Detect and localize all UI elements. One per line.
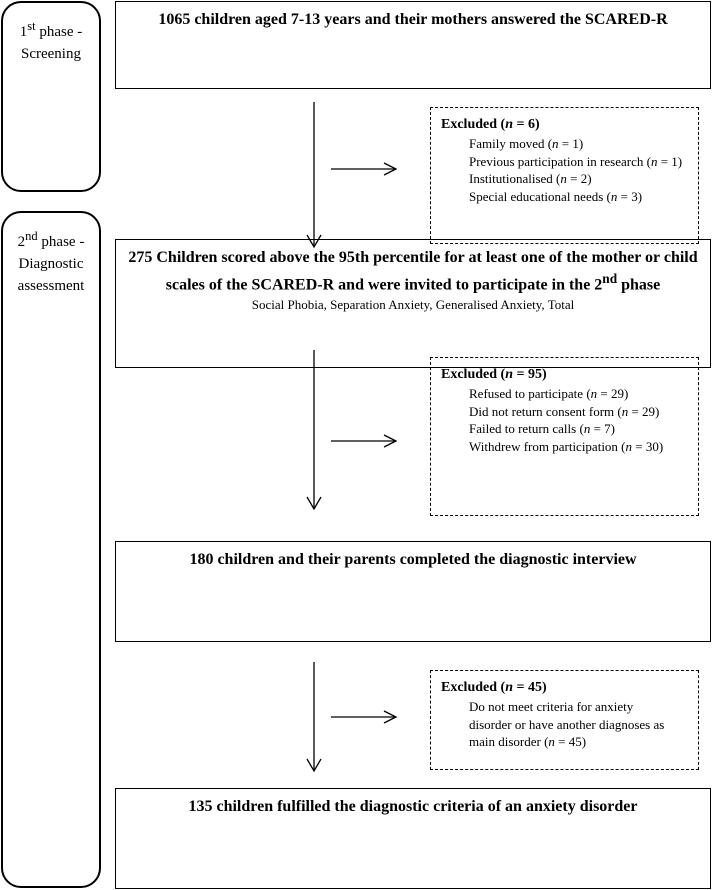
exclusion-item-var: n (650, 153, 658, 169)
exclusion-item-var: n (610, 188, 618, 204)
exclusion-2-list: Refused to participate (n = 29) Did not … (441, 385, 692, 455)
exclusion-item-count: = 3) (617, 188, 643, 204)
exclusion-2-var: n (505, 367, 513, 382)
invited-subtitle: Social Phobia, Separation Anxiety, Gener… (251, 297, 575, 313)
exclusion-item-count: = 30) (632, 438, 664, 454)
exclusion-item-text: Refused to participate ( (469, 386, 591, 401)
exclusion-item-text: Family moved ( (469, 136, 553, 151)
exclusion-1-heading: Excluded (n = 6) (441, 116, 692, 134)
fulfilled-title: 135 children fulfilled the diagnostic cr… (188, 798, 638, 815)
exclusion-item: Family moved (n = 1) (469, 135, 692, 153)
exclusion-item-var: n (621, 403, 629, 419)
exclusion-item-text: Did not return consent form ( (469, 403, 622, 419)
exclusion-item-count: = 2) (566, 171, 592, 186)
down-arrow-2 (306, 350, 322, 511)
exclusion-3-heading: Excluded (n = 45) (441, 679, 692, 697)
invited-title-ordinal: nd (602, 271, 618, 286)
fulfilled-box: 135 children fulfilled the diagnostic cr… (115, 788, 711, 889)
phase-1-ordinal: st (27, 19, 36, 33)
exclusion-1-list: Family moved (n = 1) Previous participat… (441, 135, 692, 205)
exclusion-item-var: n (583, 421, 591, 436)
exclusion-item-count: = 7) (590, 421, 615, 436)
exclusion-1-value: = 6) (512, 117, 540, 132)
exclusion-item: Special educational needs (n = 3) (469, 188, 692, 206)
invited-title-text: 275 Children scored above the 95th perce… (128, 249, 698, 294)
exclusion-item-text: Previous participation in research ( (469, 153, 651, 169)
exclusion-box-3: Excluded (n = 45) Do not meet criteria f… (430, 670, 699, 770)
phase-2-ordinal: nd (25, 229, 38, 243)
exclusion-item-var: n (552, 136, 559, 151)
exclusion-3-var: n (505, 680, 513, 695)
exclusion-item: Withdrew from participation (n = 30) (469, 438, 692, 456)
exclusion-item-text: Do not meet criteria for anxiety disorde… (469, 699, 665, 749)
screening-title: 1065 children aged 7-13 years and their … (158, 11, 668, 28)
exclusion-1-label: Excluded ( (441, 117, 506, 132)
exclusion-2-label: Excluded ( (441, 367, 506, 382)
exclusion-item-text: Special educational needs ( (469, 188, 611, 204)
exclusion-item: Previous participation in research (n = … (469, 153, 692, 171)
interviewed-box: 180 children and their parents completed… (115, 541, 711, 642)
exclusion-item-var: n (560, 171, 567, 186)
exclusion-item-text: Failed to return calls ( (469, 421, 584, 436)
exclusion-item-count: = 29) (597, 386, 629, 401)
exclusion-3-label: Excluded ( (441, 680, 506, 695)
exclusion-item: Refused to participate (n = 29) (469, 385, 692, 403)
exclusion-item: Do not meet criteria for anxiety disorde… (469, 698, 672, 751)
right-arrow-3 (331, 710, 398, 724)
exclusion-item-count: = 29) (628, 403, 660, 419)
exclusion-item-count: = 45) (554, 734, 587, 749)
exclusion-2-heading: Excluded (n = 95) (441, 366, 692, 384)
exclusion-box-2: Excluded (n = 95) Refused to participate… (430, 357, 699, 516)
phase-2-box: 2nd phase - Diagnostic assessment (1, 211, 101, 888)
phase-1-number: 1 (19, 24, 28, 40)
exclusion-item-var: n (625, 438, 633, 454)
exclusion-2-value: = 95) (512, 367, 547, 382)
phase-1-name: Screening (21, 46, 81, 62)
exclusion-item: Failed to return calls (n = 7) (469, 420, 692, 438)
exclusion-item-count: = 1) (657, 153, 683, 169)
screening-box: 1065 children aged 7-13 years and their … (115, 1, 711, 89)
exclusion-item-text: Withdrew from participation ( (469, 438, 626, 454)
invited-title: 275 Children scored above the 95th perce… (116, 247, 710, 295)
interviewed-title: 180 children and their parents completed… (189, 551, 637, 568)
exclusion-item-count: = 1) (558, 136, 584, 151)
exclusion-1-var: n (505, 117, 513, 132)
phase-1-box: 1st phase - Screening (1, 1, 101, 192)
exclusion-item-text: Institutionalised ( (469, 171, 561, 186)
invited-title-end: phase (617, 276, 661, 294)
phase-2-name-line2: assessment (17, 278, 85, 294)
exclusion-item: Did not return consent form (n = 29) (469, 403, 692, 421)
exclusion-item-var: n (548, 734, 555, 749)
down-arrow-3 (306, 662, 322, 773)
exclusion-box-1: Excluded (n = 6) Family moved (n = 1) Pr… (430, 107, 699, 244)
phase-1-label: phase - (35, 24, 83, 40)
phase-2-name-line1: Diagnostic (18, 256, 84, 272)
exclusion-3-list: Do not meet criteria for anxiety disorde… (441, 698, 692, 751)
down-arrow-1 (306, 102, 322, 249)
right-arrow-2 (331, 434, 398, 448)
exclusion-item: Institutionalised (n = 2) (469, 170, 692, 188)
phase-2-label: phase - (37, 234, 85, 250)
right-arrow-1 (331, 162, 398, 176)
invited-box: 275 Children scored above the 95th perce… (115, 239, 711, 368)
exclusion-3-value: = 45) (512, 680, 547, 695)
exclusion-item-var: n (590, 386, 598, 401)
phase-2-number: 2 (17, 234, 26, 250)
